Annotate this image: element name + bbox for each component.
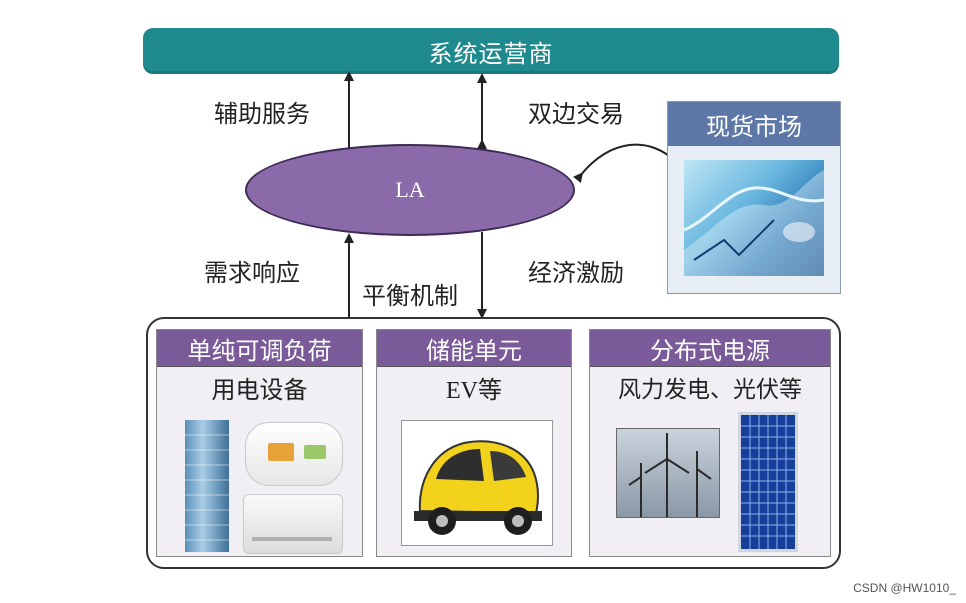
load-aggregator-node: LA [245, 144, 575, 236]
resources-container [146, 317, 841, 569]
demand-response-label: 需求响应 [204, 259, 300, 287]
electric-car-photo-icon [401, 420, 553, 546]
load-aggregator-label: LA [395, 177, 425, 202]
distributed-generation-panel: 分布式电源 风力发电、光伏等 [589, 329, 831, 557]
csdn-watermark: CSDN @HW1010_ [853, 581, 956, 595]
distributed-generation-subtitle: 风力发电、光伏等 [618, 377, 802, 403]
system-operator-bar: 系统运营商 [143, 28, 839, 74]
adjustable-load-subtitle: 用电设备 [211, 376, 308, 404]
market-curve-arrow [572, 143, 680, 184]
adjustable-load-panel: 单纯可调负荷 用电设备 [156, 329, 363, 557]
energy-storage-subtitle: EV等 [446, 378, 502, 404]
spot-market-box: 现货市场 [667, 101, 841, 294]
distributed-generation-title: 分布式电源 [590, 330, 830, 367]
system-operator-label: 系统运营商 [428, 39, 554, 68]
ancillary-service-label: 辅助服务 [214, 100, 310, 128]
wind-turbine-photo-icon [616, 428, 720, 518]
adjustable-load-title: 单纯可调负荷 [157, 330, 362, 367]
balancing-mechanism-label: 平衡机制 [362, 282, 458, 310]
air-conditioner-photo-icon [243, 494, 343, 554]
spot-market-title: 现货市场 [668, 102, 840, 146]
trading-chart-photo-icon [684, 160, 824, 276]
bilateral-trade-label: 双边交易 [528, 100, 624, 128]
economic-incentive-label: 经济激励 [528, 259, 624, 287]
water-heater-photo-icon [245, 422, 343, 486]
office-building-photo-icon [185, 420, 229, 552]
energy-storage-title: 储能单元 [377, 330, 571, 367]
energy-storage-panel: 储能单元 EV等 [376, 329, 572, 557]
solar-panel-photo-icon [738, 412, 798, 552]
